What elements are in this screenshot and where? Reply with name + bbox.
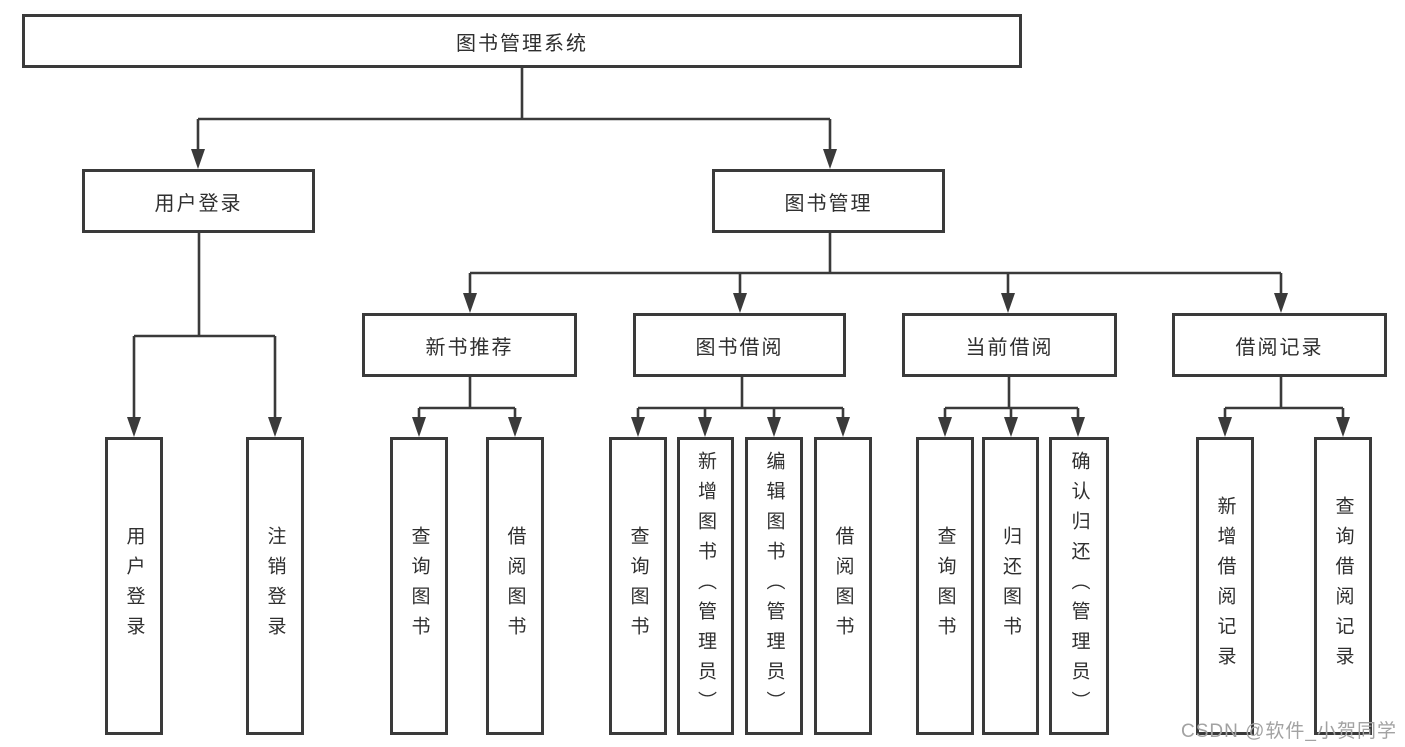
node-current-borrow: 当前借阅: [902, 313, 1117, 377]
leaf-user-login: 用户登录: [105, 437, 163, 735]
leaf-query-books-recommend: 查询图书: [390, 437, 448, 735]
leaf-borrow-books-recommend: 借阅图书: [486, 437, 544, 735]
node-label: 图书管理: [784, 192, 873, 215]
leaf-logout: 注销登录: [246, 437, 304, 735]
node-label: 新增借阅记录: [1214, 496, 1236, 676]
leaf-add-books-admin: 新增图书（管理员）: [677, 437, 734, 735]
leaf-query-books-borrow: 查询图书: [609, 437, 667, 735]
node-label: 借阅图书: [504, 526, 526, 646]
node-label: 用户登录: [123, 526, 145, 646]
node-user-login-branch: 用户登录: [82, 169, 315, 233]
leaf-return-books: 归还图书: [982, 437, 1039, 735]
node-label: 图书管理系统: [456, 32, 588, 55]
node-label: 图书借阅: [695, 336, 784, 359]
node-label: 新增图书（管理员）: [695, 451, 716, 721]
node-label: 查询图书: [934, 526, 956, 646]
node-label: 借阅记录: [1235, 336, 1324, 359]
rail-user-login: [127, 233, 282, 437]
node-book-management-branch: 图书管理: [712, 169, 945, 233]
leaf-query-borrow-record: 查询借阅记录: [1314, 437, 1372, 735]
node-label: 新书推荐: [425, 336, 514, 359]
node-label: 注销登录: [264, 526, 286, 646]
rail-new-books: [412, 377, 522, 437]
node-label: 确认归还（管理员）: [1068, 451, 1090, 721]
rail-current-borrow: [938, 377, 1085, 437]
leaf-edit-books-admin: 编辑图书（管理员）: [745, 437, 803, 735]
csdn-watermark: CSDN @软件_小贺同学: [1181, 721, 1397, 742]
node-borrow-records: 借阅记录: [1172, 313, 1387, 377]
leaf-confirm-return-admin: 确认归还（管理员）: [1049, 437, 1109, 735]
rail-book-management: [463, 233, 1288, 313]
node-label: 归还图书: [1000, 526, 1021, 646]
node-label: 借阅图书: [832, 526, 854, 646]
leaf-query-books-current: 查询图书: [916, 437, 974, 735]
leaf-add-borrow-record: 新增借阅记录: [1196, 437, 1254, 735]
rail-root: [191, 68, 837, 169]
node-label: 编辑图书（管理员）: [763, 451, 785, 721]
rail-book-borrow: [631, 377, 850, 437]
leaf-borrow-books: 借阅图书: [814, 437, 872, 735]
node-label: 查询图书: [408, 526, 430, 646]
rail-borrow-records: [1218, 377, 1350, 437]
node-system-root: 图书管理系统: [22, 14, 1022, 68]
node-label: 查询图书: [627, 526, 649, 646]
node-new-book-recommend: 新书推荐: [362, 313, 577, 377]
node-label: 用户登录: [154, 192, 243, 215]
node-book-borrow: 图书借阅: [633, 313, 846, 377]
node-label: 当前借阅: [965, 336, 1054, 359]
node-label: 查询借阅记录: [1332, 496, 1354, 676]
